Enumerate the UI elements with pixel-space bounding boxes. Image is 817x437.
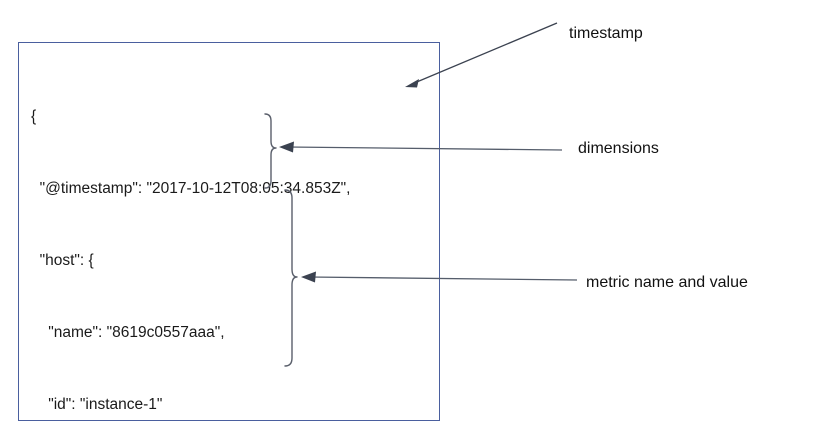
json-line-timestamp: "@timestamp": "2017-10-12T08:05:34.853Z"… xyxy=(31,180,351,197)
json-document-code: { "@timestamp": "2017-10-12T08:05:34.853… xyxy=(31,57,431,437)
json-line-host-open: "host": { xyxy=(31,252,94,269)
annotation-label-dimensions: dimensions xyxy=(578,140,659,157)
annotation-label-timestamp: timestamp xyxy=(569,25,643,42)
annotation-label-metric: metric name and value xyxy=(586,274,748,291)
json-line-host-name: "name": "8619c0557aaa", xyxy=(31,324,225,341)
json-line: { xyxy=(31,108,37,125)
json-line-host-id: "id": "instance-1" xyxy=(31,396,163,413)
json-document-box: { "@timestamp": "2017-10-12T08:05:34.853… xyxy=(18,42,440,421)
